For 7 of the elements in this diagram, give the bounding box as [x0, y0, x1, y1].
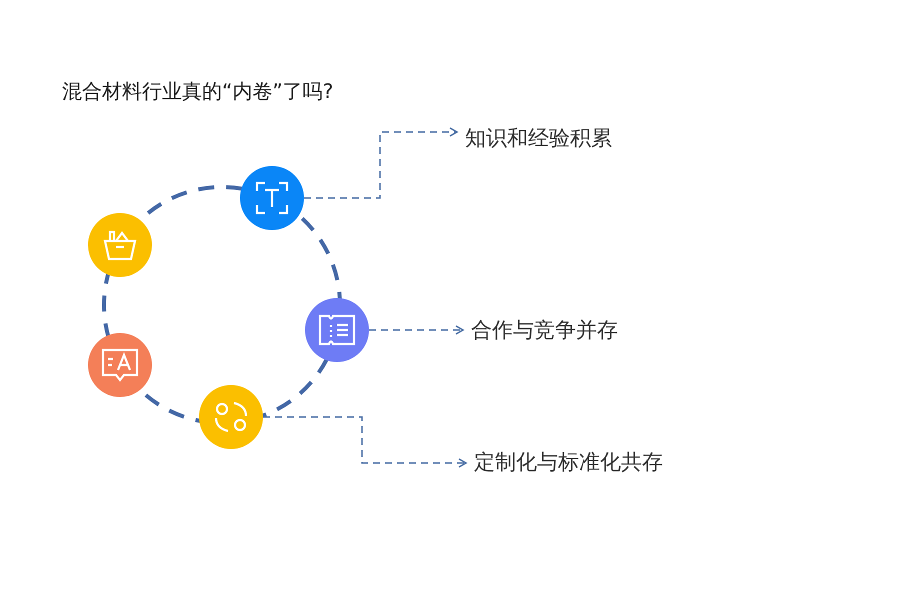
dashed-arrow	[263, 416, 467, 468]
dashed-arrow	[304, 127, 458, 199]
item-label: 合作与竞争并存	[471, 316, 618, 344]
item-label: 定制化与标准化共存	[474, 448, 663, 476]
item-label: 知识和经验积累	[465, 124, 612, 152]
dashed-arrow	[369, 325, 464, 335]
title: 混合材料行业真的“内卷”了吗?	[62, 78, 334, 105]
